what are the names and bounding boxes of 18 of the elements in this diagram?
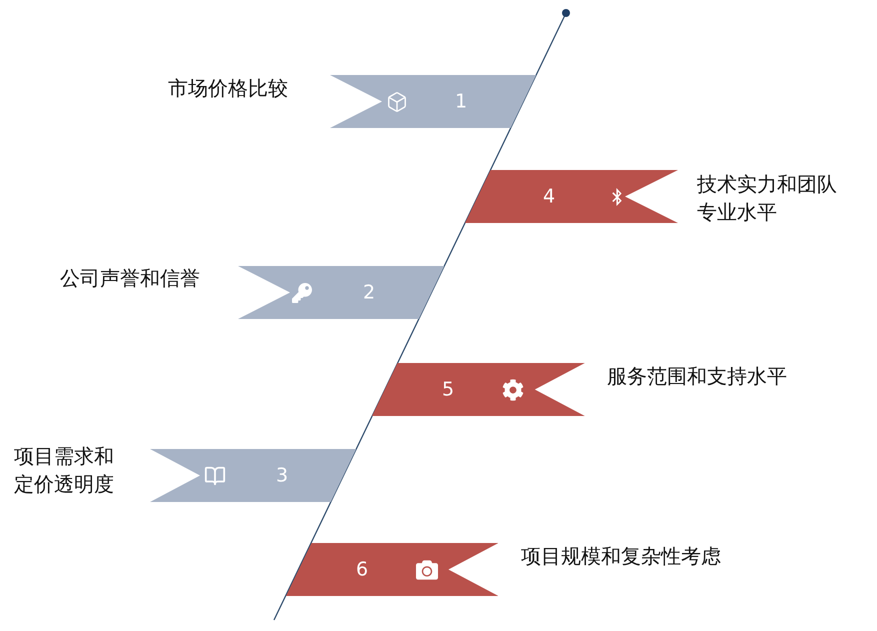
ribbon-label: 项目需求和定价透明度 — [14, 443, 115, 498]
ribbon-banner — [286, 543, 498, 596]
ribbon-label: 公司声誉和信誉 — [60, 265, 201, 292]
ribbon-banner — [330, 75, 536, 128]
step-number: 2 — [362, 283, 376, 302]
step-number: 5 — [442, 380, 454, 399]
step-number: 6 — [356, 560, 368, 579]
ribbon-label: 技术实力和团队专业水平 — [697, 171, 838, 226]
ribbon-banner — [372, 363, 585, 416]
ribbon-label: 服务范围和支持水平 — [607, 363, 788, 390]
ribbon-banner — [150, 449, 356, 502]
ribbon-banner — [238, 266, 444, 319]
ribbon-banner — [464, 170, 678, 223]
step-number: 1 — [454, 92, 468, 111]
ribbon-label: 市场价格比较 — [168, 75, 289, 102]
ribbon-label: 项目规模和复杂性考虑 — [521, 543, 722, 570]
step-number: 3 — [276, 466, 288, 485]
step-number: 4 — [542, 187, 556, 206]
